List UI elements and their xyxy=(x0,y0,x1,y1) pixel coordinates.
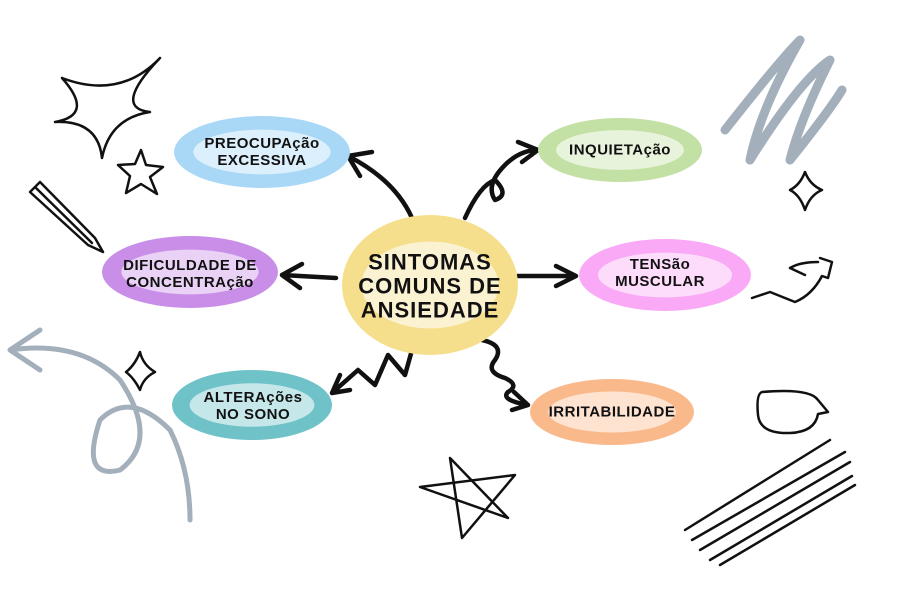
central-topic-line-1: SINTOMAS xyxy=(368,249,492,275)
pointing-hand-icon xyxy=(750,256,834,304)
speech-bubble-icon xyxy=(756,389,830,435)
node-tensao-muscular[interactable]: TENSão MUSCULAR xyxy=(615,256,705,291)
node-label-line-1: PREOCUPAção xyxy=(204,134,320,152)
node-label-line-1: TENSão xyxy=(629,255,691,273)
bubble-highlight xyxy=(556,130,684,170)
pencil-icon xyxy=(28,180,105,254)
arrow-to-alteracoes xyxy=(329,347,415,396)
central-topic-line-3: ANSIEDADE xyxy=(360,298,500,324)
hatch-lines-icon xyxy=(683,438,857,567)
arrow-to-irritabilidade xyxy=(479,337,531,413)
node-label-line-1: IRRITABILIDADE xyxy=(548,403,676,421)
star-doodle-icon xyxy=(116,148,165,196)
arrow-to-inquietacao xyxy=(462,139,541,221)
node-label-line-1: ALTERAções xyxy=(203,388,303,406)
node-label-line-1: DIFICULDADE DE xyxy=(123,256,257,274)
arrow-to-dificuldade xyxy=(279,261,339,291)
arrow-to-tensao xyxy=(515,263,579,289)
bubble-highlight xyxy=(361,241,499,329)
node-label-line-2: NO SONO xyxy=(215,406,291,423)
diamond-sparkle-icon xyxy=(124,350,157,392)
diamond-sparkle-icon xyxy=(788,170,824,212)
node-dificuldade-de-concentracao[interactable]: DIFICULDADE DE CONCENTRAção xyxy=(123,257,257,292)
central-topic[interactable]: SINTOMAS COMUNS DE ANSIEDADE xyxy=(358,249,502,324)
bubble-highlight xyxy=(548,391,676,433)
node-label-line-2: MUSCULAR xyxy=(615,273,705,290)
bubble-highlight xyxy=(193,129,331,175)
bubble-highlight xyxy=(597,252,733,298)
node-label-line-2: CONCENTRAção xyxy=(126,274,254,291)
node-irritabilidade[interactable]: IRRITABILIDADE xyxy=(549,403,676,420)
node-alteracoes-no-sono[interactable]: ALTERAções NO SONO xyxy=(204,389,303,424)
central-topic-line-2: COMUNS DE xyxy=(358,273,502,299)
bubble-highlight xyxy=(121,249,259,295)
node-label-line-2: EXCESSIVA xyxy=(217,152,307,169)
sparkle-doodle-icon xyxy=(53,56,162,160)
bubble-highlight xyxy=(189,383,315,427)
big-star-doodle-icon xyxy=(418,456,517,540)
curly-arrow-doodle-icon xyxy=(7,327,193,523)
arrow-to-preocupacao xyxy=(345,149,415,221)
node-label-line-1: INQUIETAção xyxy=(569,141,671,159)
scribble-doodle-icon xyxy=(720,35,847,165)
node-inquietacao[interactable]: INQUIETAção xyxy=(569,141,671,158)
node-preocupacao-excessiva[interactable]: PREOCUPAção EXCESSIVA xyxy=(204,135,319,170)
